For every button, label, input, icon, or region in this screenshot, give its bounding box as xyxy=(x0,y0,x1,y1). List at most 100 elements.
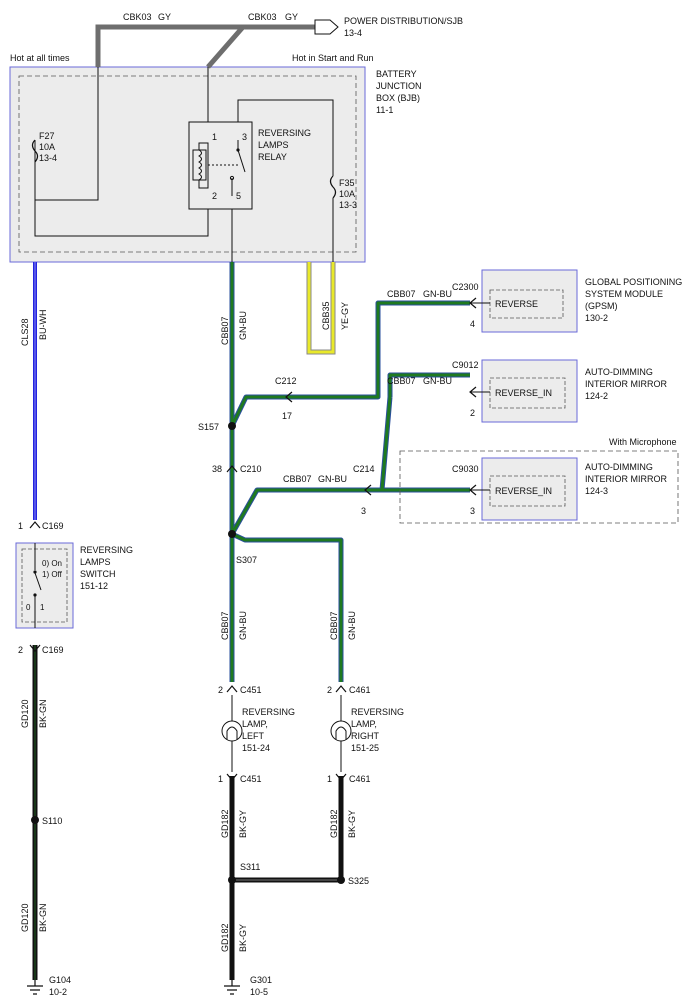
splice-s110-label: S110 xyxy=(42,816,62,826)
connector-c9030-pin: 3 xyxy=(470,506,475,516)
switch-contact-bottom xyxy=(33,593,37,597)
lamp-left-filament xyxy=(226,726,238,740)
gpsm-label-2: SYSTEM MODULE xyxy=(585,289,663,299)
connector-c210-pin: 38 xyxy=(212,464,222,474)
wire-label-cls28: CLS28 xyxy=(20,318,30,346)
connector-c461-top-symbol xyxy=(335,685,347,693)
wire-label-cbb07-mirror1: CBB07 xyxy=(387,376,416,386)
switch-pos-1: 1 xyxy=(40,603,45,612)
lamp-left-icon xyxy=(221,720,243,742)
gpsm-label-3: (GPSM) xyxy=(585,301,618,311)
connector-c451-bot-pin: 1 xyxy=(218,774,223,784)
lamp-right-icon xyxy=(330,720,352,742)
power-distribution-label: POWER DISTRIBUTION/SJB xyxy=(344,16,463,26)
wire-color-cbb07-right: GN-BU xyxy=(347,611,357,640)
splice-s325 xyxy=(337,876,345,884)
wire-label-cbb07-right: CBB07 xyxy=(329,611,339,640)
relay-pin-2: 2 xyxy=(212,191,217,201)
wire-color-cbb07-mirror2: GN-BU xyxy=(318,474,347,484)
splice-s311 xyxy=(228,876,236,884)
connector-c461-bot-label: C461 xyxy=(349,774,371,784)
gpsm-box xyxy=(481,269,578,333)
splice-s311-label: S311 xyxy=(240,862,260,872)
wire-color-gd182-left: BK-GY xyxy=(238,810,248,838)
ground-g301-label: G301 xyxy=(250,975,272,985)
wire-label-cbb07-gpsm: CBB07 xyxy=(387,289,416,299)
wire-color-cbb07-left: GN-BU xyxy=(238,611,248,640)
splice-s110 xyxy=(31,816,39,824)
lamp-right-filament xyxy=(335,726,347,740)
relay-label-2: LAMPS xyxy=(258,140,289,150)
wire-label-cbk03-1: CBK03 xyxy=(123,12,152,22)
mirror2-label-2: INTERIOR MIRROR xyxy=(585,474,667,484)
wire-label-cbb07-left: CBB07 xyxy=(220,611,230,640)
bjb-inner-dashed xyxy=(18,75,357,253)
mirror1-pin-name: REVERSE_IN xyxy=(495,388,552,398)
fuse-f27-symbol xyxy=(31,139,39,163)
ground-g301-icon xyxy=(224,980,240,995)
wire-color-gd182-right: BK-GY xyxy=(347,810,357,838)
mirror2-label-1: AUTO-DIMMING xyxy=(585,462,653,472)
wire-label-cbk03-2: CBK03 xyxy=(248,12,277,22)
connector-c214-symbol xyxy=(364,484,372,496)
connector-c461-bot-symbol xyxy=(335,773,347,781)
switch-label-2: LAMPS xyxy=(80,557,111,567)
wire-label-gd182-bottom: GD182 xyxy=(220,923,230,952)
switch-state-on: 0) On xyxy=(42,559,62,568)
hot-in-start-run: Hot in Start and Run xyxy=(292,53,374,63)
relay-label-3: RELAY xyxy=(258,152,287,162)
connector-c210-label: C210 xyxy=(240,464,262,474)
with-microphone-region xyxy=(399,450,679,524)
wire-cbb35-core xyxy=(307,262,335,354)
switch-pos-0: 0 xyxy=(26,603,31,612)
wire-label-cbb07-main: CBB07 xyxy=(220,316,230,345)
bjb-label-1: BATTERY xyxy=(376,69,417,79)
hot-at-all-times: Hot at all times xyxy=(10,53,70,63)
lamp-left-label-1: REVERSING xyxy=(242,707,295,717)
wire-label-gd120-a: GD120 xyxy=(20,699,30,728)
wire-cbb07-inner xyxy=(230,262,470,682)
connector-c461-top-pin: 2 xyxy=(327,685,332,695)
bjb-ref: 11-1 xyxy=(376,105,393,115)
connector-c169-top-label: C169 xyxy=(42,521,64,531)
lamp-left-label-3: LEFT xyxy=(242,731,265,741)
splice-s157 xyxy=(228,422,236,430)
arrow-power xyxy=(314,19,339,35)
connector-c451-bot-symbol xyxy=(226,773,238,781)
bjb-label-2: JUNCTION xyxy=(376,81,422,91)
connector-c212-label: C212 xyxy=(275,376,297,386)
switch-label-1: REVERSING xyxy=(80,545,133,555)
bjb-box xyxy=(9,66,366,263)
connector-c169-bot-symbol xyxy=(29,644,41,652)
bjb-internal-f27-down xyxy=(34,162,209,237)
connector-c9030-label: C9030 xyxy=(452,464,479,474)
wire-color-cbk03-2: GY xyxy=(285,12,298,22)
wire-cbk03-left xyxy=(95,24,315,67)
relay-switch-arm xyxy=(231,140,246,196)
wire-color-gd120-a: BK-GN xyxy=(38,699,48,728)
wire-label-gd120-b: GD120 xyxy=(20,903,30,932)
fuse-f27-rating: 10A xyxy=(39,142,55,152)
wire-label-gd182-right: GD182 xyxy=(329,809,339,838)
connector-c451-bot-label: C451 xyxy=(240,774,262,784)
connector-c461-bot-pin: 1 xyxy=(327,774,332,784)
ground-g301-ref: 10-5 xyxy=(250,987,268,997)
wire-color-gd120-b: BK-GN xyxy=(38,903,48,932)
mirror1-inner xyxy=(489,377,566,409)
wire-color-cbk03-1: GY xyxy=(158,12,171,22)
connector-c9012-label: C9012 xyxy=(452,360,479,370)
connector-c212-pin: 17 xyxy=(282,411,292,421)
connector-c212-symbol xyxy=(285,391,293,403)
connector-c210-symbol xyxy=(226,465,238,473)
switch-symbol-icon xyxy=(34,543,42,628)
ground-g104-icon xyxy=(27,980,43,995)
lamp-right-label-3: RIGHT xyxy=(351,731,380,741)
lamp-right-label-1: REVERSING xyxy=(351,707,404,717)
with-microphone-label: With Microphone xyxy=(609,437,677,447)
lamp-right-label-2: LAMP, xyxy=(351,719,377,729)
connector-c169-bot-pin: 2 xyxy=(18,645,23,655)
gpsm-label-1: GLOBAL POSITIONING xyxy=(585,277,682,287)
mirror2-box xyxy=(481,457,578,521)
switch-state-off: 1) Off xyxy=(42,570,63,579)
